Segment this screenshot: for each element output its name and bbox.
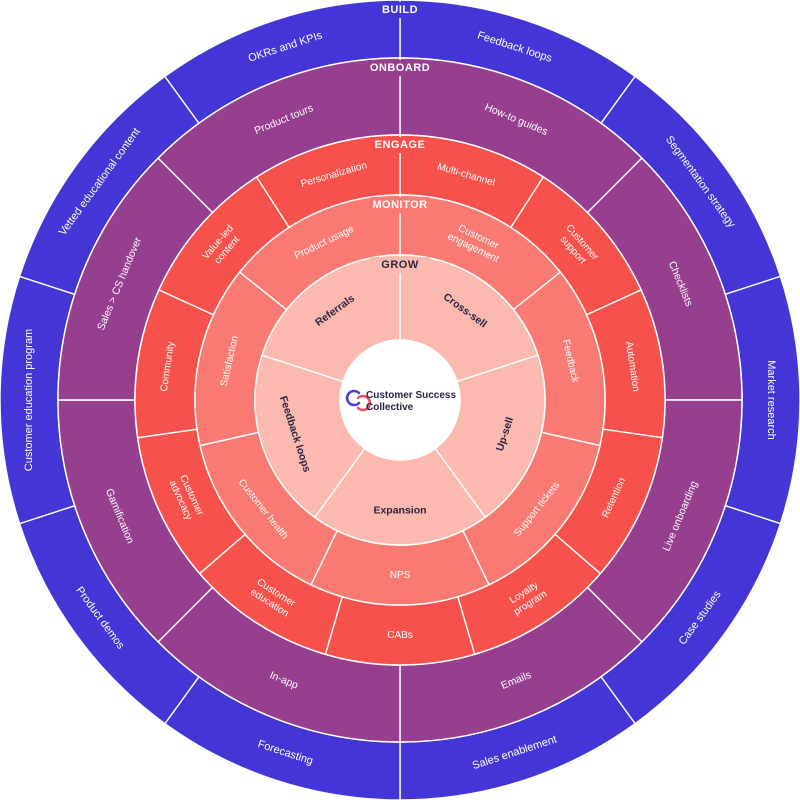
logo-text-line1: Customer Success [366, 390, 456, 401]
ring-grow-title: GROW [381, 259, 419, 271]
logo-icon [345, 389, 372, 412]
ring-engage-title-tab [370, 137, 430, 153]
ring-build-title: BUILD [382, 4, 418, 16]
ring-onboard-title: ONBOARD [370, 62, 430, 74]
segment-label-nps: NPS [390, 570, 411, 581]
ring-grow-title-tab [370, 257, 430, 273]
ring-build-title-tab [370, 2, 430, 18]
segment-label-customer-education-program: Customer education program [23, 329, 35, 471]
segment-label-cabs: CABs [387, 630, 413, 641]
wheel-center: Customer Success Collective [340, 340, 460, 460]
ring-engage-title: ENGAGE [375, 139, 426, 151]
segment-label-market-research: Market research [765, 360, 777, 439]
segment-label-expansion: Expansion [373, 504, 426, 516]
ring-monitor-title: MONITOR [372, 199, 427, 211]
ring-onboard-title-tab [370, 60, 430, 76]
center-circle [340, 340, 460, 460]
ring-monitor-title-tab [370, 197, 430, 213]
logo-text-line2: Collective [366, 402, 414, 413]
